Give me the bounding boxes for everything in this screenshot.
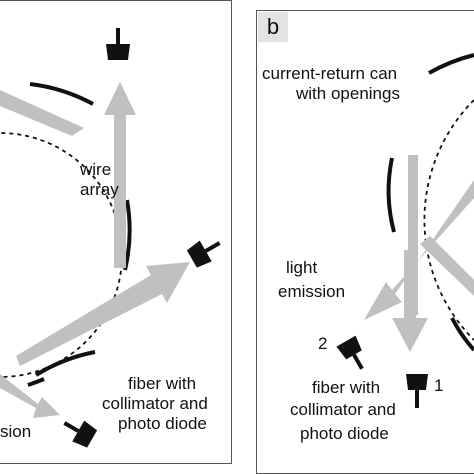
detector-b-2	[336, 335, 364, 370]
arrow-left-a	[0, 90, 84, 136]
can-arc-a-mid	[34, 350, 96, 377]
can-label-line1: current-return can	[262, 64, 398, 83]
detector-a-label-line2: collimator and	[102, 394, 208, 413]
detector-a-top	[106, 28, 130, 60]
light-emission-label-line2: emission	[278, 282, 346, 301]
wire-strip-b	[408, 155, 418, 315]
detector-b-1-number: 1	[434, 376, 444, 395]
arrow-right-a	[16, 262, 190, 366]
can-label-line2: with openings	[296, 84, 400, 103]
detector-a-bottom	[63, 420, 98, 448]
emission-arrows-a	[0, 82, 190, 418]
panel-a-graphics	[0, 28, 221, 448]
arrow-cross-b	[420, 236, 474, 296]
emission-arrows-b	[364, 180, 474, 352]
wire-array-label-line1: wire	[80, 160, 112, 179]
detector-b-label-line1: fiber with	[312, 378, 381, 397]
can-arc-a-bottom	[27, 377, 45, 387]
emission-label-fragment-a: sion	[0, 422, 32, 441]
detector-b-label-line3: photo diode	[300, 424, 389, 443]
detector-a-right	[186, 240, 221, 268]
can-arc-a-top	[29, 82, 94, 106]
detector-a-label-line1: fiber with	[128, 374, 197, 393]
detector-b-1	[406, 374, 428, 408]
wire-array-label-line2: array	[80, 180, 119, 199]
detector-b-label-line2: collimator and	[290, 400, 396, 419]
arrow-down-a	[0, 374, 60, 418]
can-arc-a-right	[123, 199, 132, 271]
detector-a-label-line3: photo diode	[118, 414, 207, 433]
panel-b-letter: b	[258, 12, 288, 42]
light-emission-label-line1: light	[286, 258, 318, 277]
can-arc-b-top	[428, 53, 474, 75]
can-arc-b-bottom	[450, 317, 474, 352]
detector-b-2-number: 2	[318, 334, 328, 353]
panel-b	[256, 10, 474, 474]
panel-b-graphics	[336, 53, 474, 408]
arrow-down-b	[392, 250, 428, 352]
can-arc-b-left	[386, 157, 396, 233]
wire-strip-a	[114, 160, 126, 268]
arrow-diagonal-b	[364, 180, 474, 320]
